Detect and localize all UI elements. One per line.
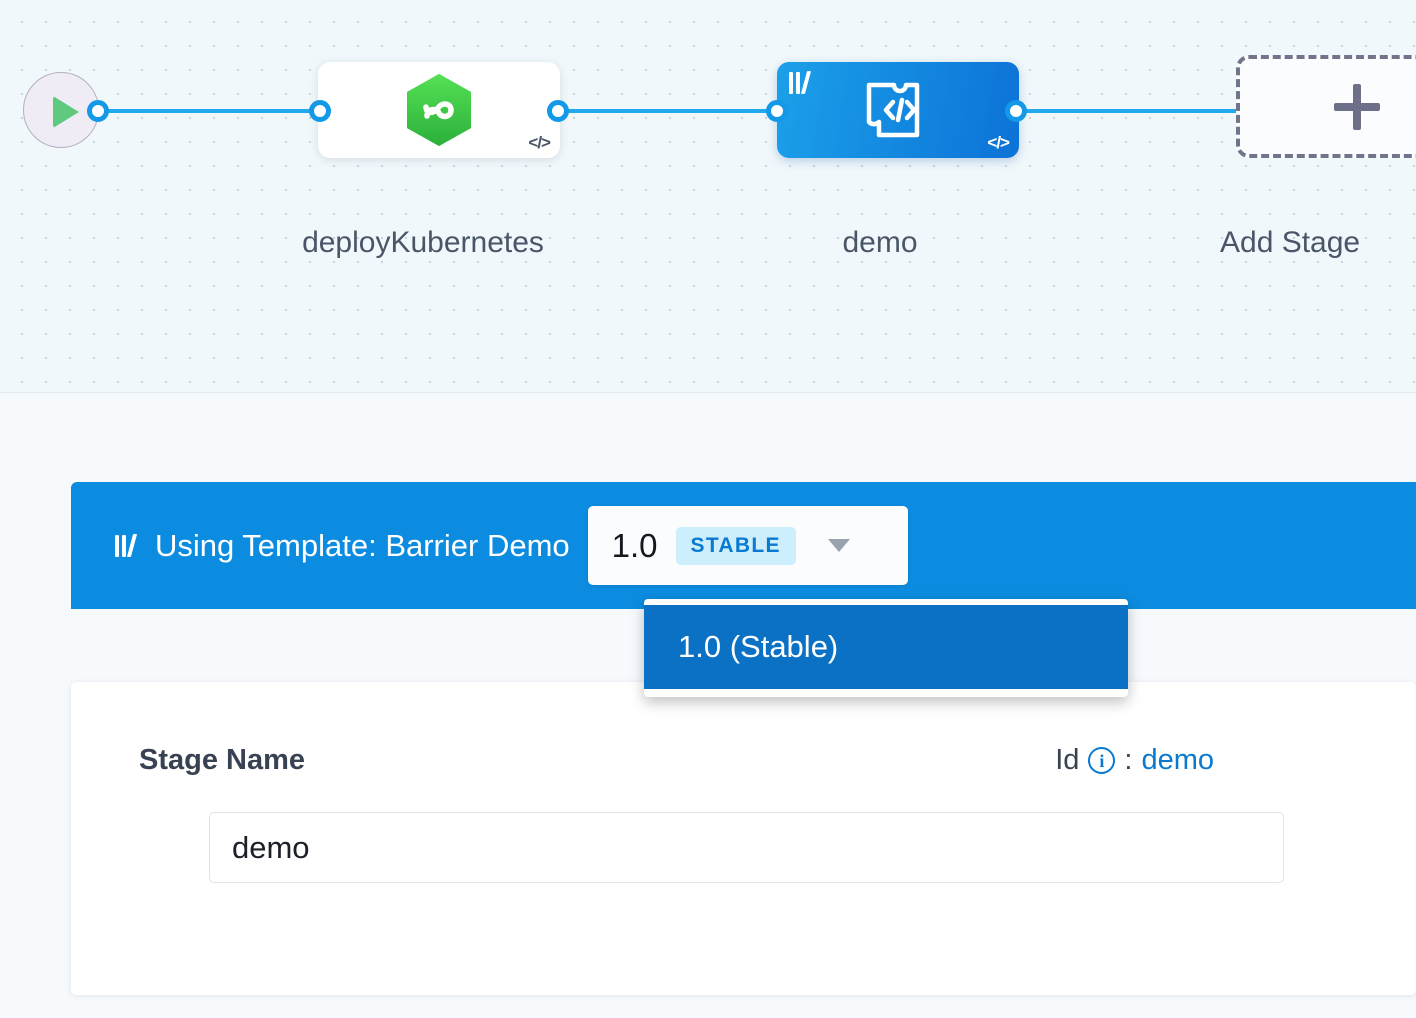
pipeline-canvas[interactable]: </> </> deployKubernetes demo Add Stage xyxy=(0,0,1416,393)
custom-stage-puzzle-code-icon xyxy=(777,79,1019,141)
chevron-down-icon[interactable] xyxy=(827,539,850,552)
stage-node-deploykubernetes[interactable]: </> xyxy=(318,62,560,158)
stage-form-card: Stage Name Id i : demo xyxy=(71,682,1416,995)
edge-deploy-to-demo xyxy=(548,109,788,113)
stage-name-label: Stage Name xyxy=(139,744,306,776)
stage-id-label: Id xyxy=(1055,744,1080,776)
template-version-selector[interactable]: 1.0 STABLE xyxy=(587,506,908,585)
add-stage-label: Add Stage xyxy=(1220,226,1361,259)
code-marker-icon: </> xyxy=(987,133,1010,152)
using-template-banner: Using Template: Barrier Demo 1.0 STABLE xyxy=(71,482,1416,609)
using-template-text: Using Template: Barrier Demo xyxy=(155,527,570,563)
template-version-dropdown[interactable]: 1.0 (Stable) xyxy=(644,599,1128,697)
stage-form-header-row: Stage Name Id i : demo xyxy=(139,744,1214,777)
code-marker-icon: </> xyxy=(528,133,551,152)
template-bars-icon xyxy=(115,533,138,562)
port-start-output[interactable] xyxy=(87,100,109,122)
edge-demo-to-add-stage xyxy=(1004,109,1254,113)
stage-id-separator: : xyxy=(1124,744,1133,776)
plus-icon xyxy=(1334,83,1380,130)
stage-name-input[interactable] xyxy=(209,812,1284,883)
edge-start-to-deploy xyxy=(92,109,332,113)
stage-label-deploykubernetes: deployKubernetes xyxy=(302,226,544,259)
port-demo-input[interactable] xyxy=(766,100,788,122)
stage-label-demo: demo xyxy=(842,226,918,259)
template-bars-icon xyxy=(789,70,812,99)
template-version-value: 1.0 xyxy=(611,526,658,564)
stage-id-value[interactable]: demo xyxy=(1141,744,1214,776)
add-stage-button[interactable] xyxy=(1236,55,1416,158)
stage-node-demo[interactable]: </> xyxy=(777,62,1019,158)
stage-details-panel: Using Template: Barrier Demo 1.0 STABLE … xyxy=(0,393,1416,1018)
stable-badge: STABLE xyxy=(675,526,796,565)
pipeline-start-node[interactable] xyxy=(23,72,99,148)
info-icon[interactable]: i xyxy=(1088,747,1116,774)
port-deploy-output[interactable] xyxy=(547,100,569,122)
dropdown-option-1-0-stable[interactable]: 1.0 (Stable) xyxy=(644,605,1128,689)
port-demo-output[interactable] xyxy=(1005,100,1027,122)
stage-id-group: Id i : demo xyxy=(1055,744,1214,777)
port-deploy-input[interactable] xyxy=(309,100,331,122)
play-icon xyxy=(53,96,79,128)
harness-cd-hexagon-icon xyxy=(318,72,560,148)
